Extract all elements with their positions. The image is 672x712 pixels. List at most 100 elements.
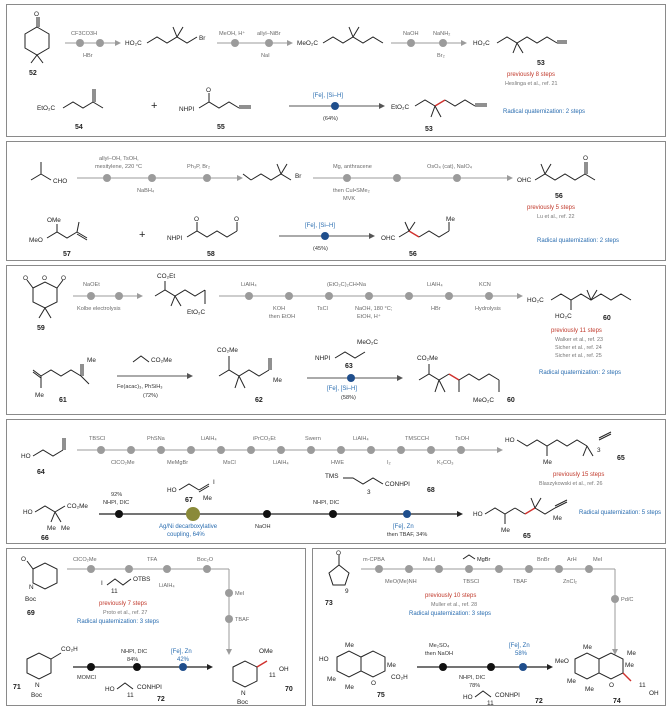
mol-label: TMS (325, 473, 339, 480)
reagent-label: ArH (567, 557, 577, 563)
mol-label: Me (583, 644, 592, 651)
compound-67-label: 67 (185, 497, 193, 504)
compound-71-label: 71 (13, 684, 21, 691)
mol-label: OTBS (133, 576, 150, 583)
reagent-label: Swern (305, 436, 321, 442)
compound-65b-label: 65 (523, 533, 531, 540)
reagent-label: ClCO₂Me (111, 460, 135, 466)
panel-4-scheme: HO 64 TBSCl PhSNa LiAlH₄ iPrCO₂Et Swern … (21, 431, 661, 542)
cond-label: 84% (127, 657, 138, 663)
mol-label: N (29, 584, 34, 591)
previous-steps: previously 15 steps (553, 472, 604, 478)
catalyst-label: [Fe], [Si–H] (313, 93, 343, 99)
mol-label: NHPI (179, 106, 194, 113)
mol-label: O (583, 155, 588, 162)
catalyst-label: [Fe], [Si–H] (305, 223, 335, 229)
mol-label: Me (585, 686, 594, 693)
panel-3: O O O 59 NaOEt Kolbe electrolysis CO₂Et … (6, 265, 666, 415)
mol-label: EtO₂C (187, 309, 205, 316)
panel-2: CHO allyl–OH, TsOH, mesitylene, 220 °C P… (6, 141, 666, 261)
mol-label: CHO (53, 178, 67, 185)
panel-5: O N Boc 69 ClCO₂Me TFA Boc₂O MeI LiAlH₄ … (6, 548, 306, 706)
cond-label: Fe(acac)₃, PhSiH₃ (117, 384, 163, 390)
compound-61-label: 61 (59, 397, 67, 404)
mol-label: HO₂C (527, 297, 544, 304)
compound-56b-label: 56 (409, 251, 417, 258)
mol-label: Me (345, 642, 354, 649)
radical-steps: Radical quaternization: 2 steps (539, 370, 621, 376)
mol-label: CO₂H (61, 646, 78, 653)
reagent-label: allyl–OH, TsOH, (99, 156, 139, 162)
panel-1-scheme: O 52 CF3CO3H HBr HO₂C Br MeOH, H⁺ allyl–… (24, 11, 585, 133)
mol-label: N (35, 682, 40, 689)
reagent-label: Hydrolysis (475, 306, 501, 312)
reagent-label: HWE (331, 460, 344, 466)
panel-3-scheme: O O O 59 NaOEt Kolbe electrolysis CO₂Et … (23, 273, 632, 404)
cond-label: [Fe], Zn (171, 649, 192, 655)
mol-label: I (101, 580, 103, 587)
mol-label: OHC (381, 235, 396, 242)
mol-label: Me (87, 357, 96, 364)
mol-label: Me (273, 377, 282, 384)
reagent-label: NaNH₂ (433, 31, 450, 37)
cond-label: coupling, 64% (167, 532, 205, 538)
mol-label: CONHPI (137, 684, 162, 691)
reagent-label: HBr (431, 306, 441, 312)
mol-label: HO₂C (125, 40, 142, 47)
plus-sign: + (151, 100, 157, 112)
reagent-label: Br₂ (437, 53, 445, 59)
panel-2-scheme: CHO allyl–OH, TsOH, mesitylene, 220 °C P… (29, 155, 619, 258)
compound-60b-label: 60 (507, 397, 515, 404)
previous-steps: previously 5 steps (527, 205, 575, 211)
mol-label: CO₂H (391, 674, 408, 681)
mol-label: O (21, 556, 26, 563)
mol-label: Me (61, 525, 70, 532)
reference: Proto et al., ref. 27 (103, 610, 147, 616)
mol-label: MeO₂C (297, 40, 318, 47)
compound-63-label: 63 (345, 363, 353, 370)
panel-4: HO 64 TBSCl PhSNa LiAlH₄ iPrCO₂Et Swern … (6, 419, 666, 544)
molecule-52 (24, 17, 50, 64)
cond-label: NHPI, DIC (313, 500, 339, 506)
cond-label: then TBAF, 34% (387, 532, 427, 538)
reagent-label: NaOH, 180 °C; (355, 306, 393, 312)
reagent-label: MgBr (477, 557, 491, 563)
mol-label: 3 (367, 489, 371, 496)
mol-label: MeO (555, 658, 569, 665)
compound-69-label: 69 (27, 610, 35, 617)
fe-step-dot (331, 102, 339, 110)
plus-sign: + (139, 229, 145, 241)
mol-label: MeO (29, 237, 43, 244)
compound-74-label: 74 (613, 698, 621, 705)
reagent-label: MeI (593, 557, 603, 563)
compound-60-label: 60 (603, 315, 611, 322)
reagent-label: LiAlH₄ (241, 282, 257, 288)
mol-label: HO (23, 509, 33, 516)
compound-53-label: 53 (537, 60, 545, 67)
cond-label: Ag/Ni decarboxylative (159, 524, 218, 530)
mol-label: NHPI (167, 235, 182, 242)
compound-62-label: 62 (255, 397, 263, 404)
cond-label: NHPI, DIC (121, 649, 147, 655)
panel-5-scheme: O N Boc 69 ClCO₂Me TFA Boc₂O MeI LiAlH₄ … (13, 556, 293, 706)
reagent-label: LiAlH₄ (159, 583, 175, 589)
reagent-label: LiAlH₄ (273, 460, 289, 466)
mol-label: HO (167, 487, 177, 494)
radical-steps: Radical quaternization: 3 steps (409, 611, 491, 617)
reagent-label: MeOH, H⁺ (219, 30, 245, 37)
reagent-label: (EtO₂C)₂CH•Na (327, 282, 367, 288)
compound-56-label: 56 (555, 193, 563, 200)
mol-label: OMe (47, 217, 61, 224)
previous-steps: previously 10 steps (425, 593, 476, 599)
radical-steps: Radical quaternization: 2 steps (503, 109, 585, 115)
reagent-label: m-CPBA (363, 557, 385, 563)
panel-6: O 9 73 m-CPBA MeLi MgBr BnBr ArH MeI MeO… (312, 548, 666, 707)
compound-70-label: 70 (285, 686, 293, 693)
reagent-label: OsO₄ (cat), NaIO₄ (427, 164, 473, 170)
compound-54-label: 54 (75, 124, 83, 131)
mol-label: N (241, 690, 246, 697)
mol-label: HO (505, 437, 515, 444)
reference: Blaszykowski et al., ref. 26 (539, 481, 603, 487)
mol-label: Me (567, 678, 576, 685)
mol-label: EtO₂C (391, 104, 409, 111)
